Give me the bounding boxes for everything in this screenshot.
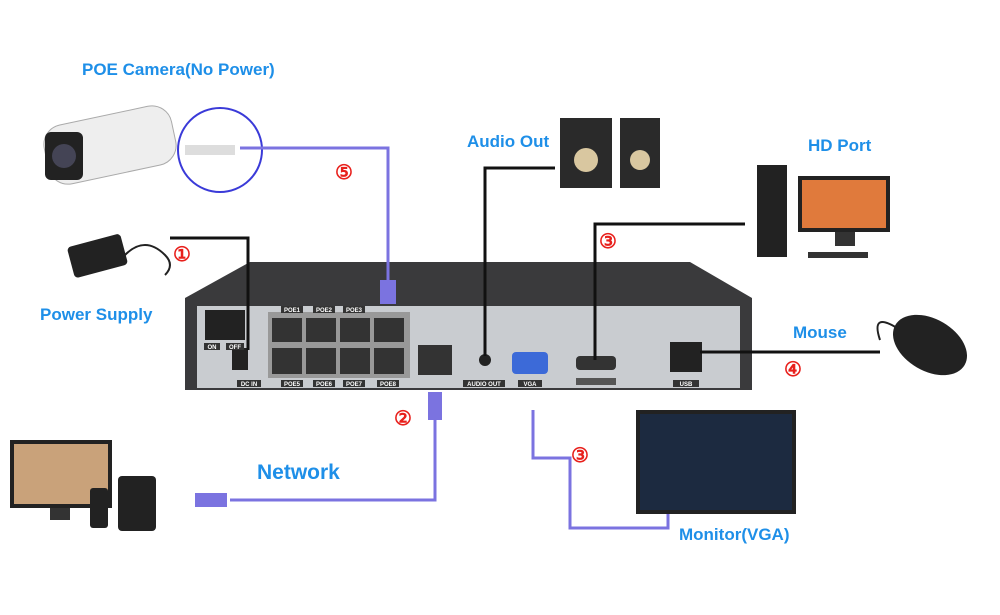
network-plug [428,392,442,420]
power-cable [170,236,250,350]
network-cable [230,410,437,502]
power-supply [67,234,171,278]
poe6-label: POE6 [316,382,333,388]
network-plug-end [195,493,227,507]
power-supply-label: Power Supply [40,305,153,324]
nvr-recorder: ON OFF DC IN POE1 POE2 POE3 POE5 POE6 PO… [185,262,752,390]
vga-monitor [636,410,796,514]
desktop-pc [757,165,890,258]
step-4: ④ [784,359,802,381]
audio-out-title: Audio Out [467,132,550,151]
poe-camera [43,105,263,193]
mouse [876,314,967,376]
client-devices [10,440,156,531]
poe3-label: POE3 [346,308,363,314]
camera-label: POE Camera(No Power) [82,60,275,79]
poe1-label: POE1 [284,308,301,314]
step-3-vga: ③ [571,445,589,467]
hd-port-label: HD Port [808,136,872,155]
on-label: ON [208,345,217,351]
cables [170,146,880,530]
off-label: OFF [229,345,241,351]
poe5-label: POE5 [284,382,301,388]
vga-cable [531,410,670,530]
step-3-hd: ③ [599,231,617,253]
speakers [560,118,660,188]
monitor-label: Monitor(VGA) [679,525,790,544]
network-label: Network [257,461,340,484]
poe7-label: POE7 [346,382,363,388]
poe8-label: POE8 [380,382,397,388]
poe2-label: POE2 [316,308,333,314]
hdmi-cable [593,222,745,360]
vga-label: VGA [523,382,537,388]
dcin-label: DC IN [241,382,257,388]
audio-cable [483,166,555,356]
step-5: ⑤ [335,162,353,184]
poe-plug [380,280,396,304]
audio-out-label: AUDIO OUT [467,382,501,388]
mouse-label: Mouse [793,323,847,342]
step-2: ② [394,408,412,430]
poe-cable [240,146,390,300]
usb-label: USB [680,382,693,388]
step-1: ① [173,244,191,266]
